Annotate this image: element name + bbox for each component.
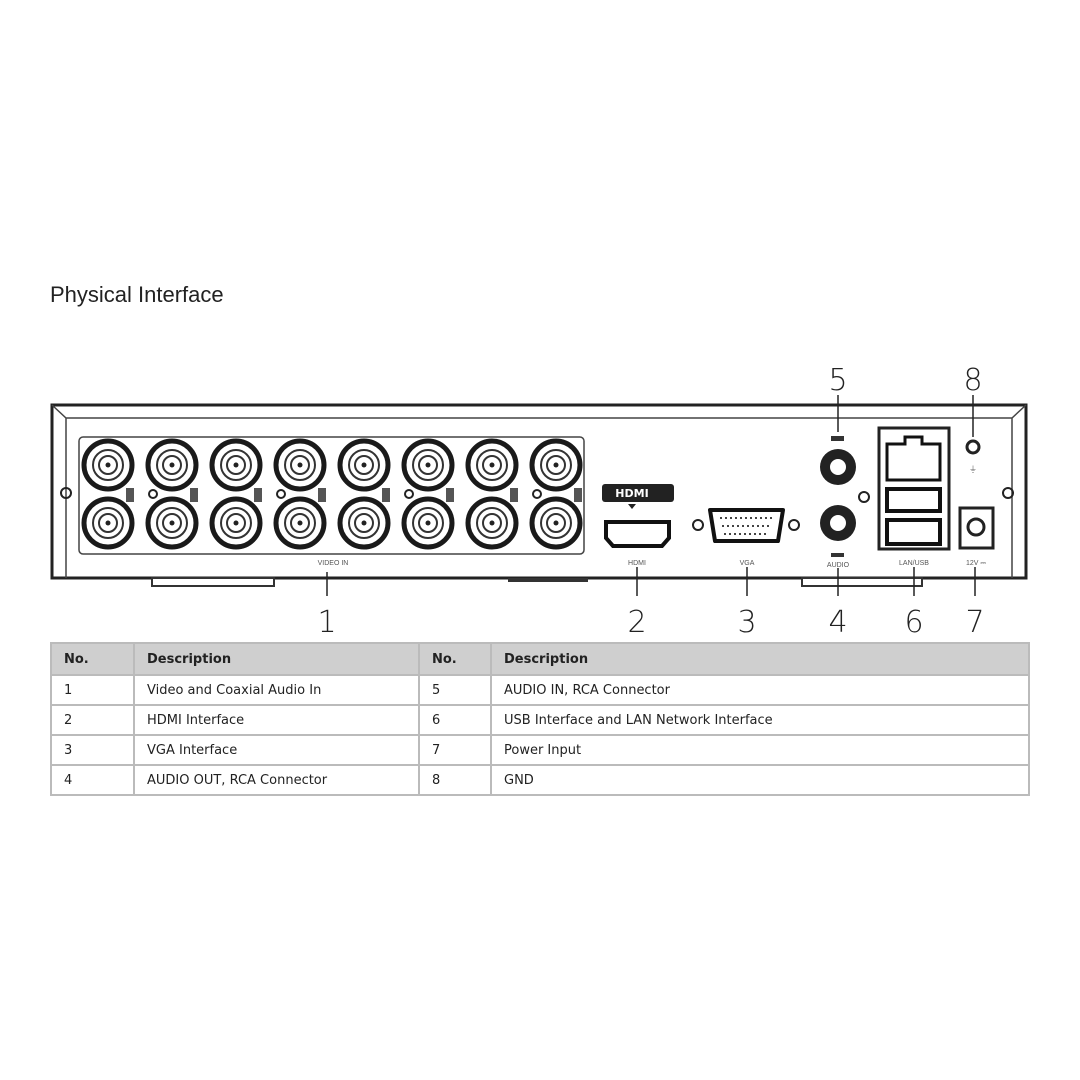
vga-label: VGA — [740, 560, 755, 567]
hdmi-logo-badge — [602, 484, 674, 502]
channel-indicator — [446, 488, 454, 502]
callout-number-6: 6 — [904, 605, 923, 640]
header-no: No. — [50, 642, 135, 676]
channel-indicator — [254, 488, 262, 502]
callout-number-5: 5 — [828, 363, 847, 398]
callout-number-1: 1 — [317, 605, 336, 640]
channel-indicator — [318, 488, 326, 502]
description-cell: USB Interface and LAN Network Interface — [490, 704, 1030, 736]
audio-in-rca-center — [828, 457, 848, 477]
screw-left — [60, 487, 72, 499]
screw — [404, 489, 414, 499]
screw-right — [1002, 487, 1014, 499]
bnc-video-in-port[interactable] — [209, 496, 263, 550]
description-cell: AUDIO OUT, RCA Connector — [133, 764, 420, 796]
header-description: Description — [133, 642, 420, 676]
hdmi-port[interactable] — [604, 520, 671, 548]
usb-port-1[interactable] — [885, 487, 942, 513]
description-cell: GND — [490, 764, 1030, 796]
description-cell: Power Input — [490, 734, 1030, 766]
number-cell: 4 — [50, 764, 135, 796]
header-description: Description — [490, 642, 1030, 676]
bnc-video-in-port[interactable] — [81, 438, 135, 492]
number-cell: 7 — [418, 734, 492, 766]
audio-out-mark — [831, 553, 844, 557]
foot-right — [801, 577, 923, 587]
gnd-terminal[interactable] — [965, 439, 981, 455]
hdmi-logo-text: HDMI — [615, 487, 648, 500]
vga-port[interactable] — [708, 508, 785, 543]
bnc-video-in-port[interactable] — [465, 438, 519, 492]
bnc-video-in-port[interactable] — [529, 438, 583, 492]
rear-panel-diagram: VIDEO IN HDMI HDMI VGA AUDIO LAN/USB ⏚ 1… — [50, 363, 1028, 640]
channel-indicator — [126, 488, 134, 502]
power-jack-ring — [966, 517, 986, 537]
bnc-video-in-port[interactable] — [337, 496, 391, 550]
number-cell: 8 — [418, 764, 492, 796]
callout-number-8: 8 — [963, 363, 982, 398]
section-title: Physical Interface — [50, 282, 224, 307]
bnc-video-in-port[interactable] — [145, 496, 199, 550]
channel-indicator — [574, 488, 582, 502]
callout-number-4: 4 — [828, 605, 847, 640]
callout-number-2: 2 — [627, 605, 646, 640]
callout-number-7: 7 — [965, 605, 984, 640]
bnc-video-in-port[interactable] — [145, 438, 199, 492]
bnc-video-in-port[interactable] — [401, 496, 455, 550]
ground-icon: ⏚ — [969, 465, 977, 474]
foot-mid — [508, 578, 588, 582]
bnc-video-in-port[interactable] — [337, 438, 391, 492]
video-in-panel — [78, 436, 585, 555]
lan-port[interactable] — [885, 435, 942, 482]
power-port[interactable] — [958, 506, 995, 550]
screw-audio — [858, 491, 870, 503]
video-in-label: VIDEO IN — [318, 560, 349, 567]
audio-in-mark — [831, 436, 844, 441]
number-cell: 2 — [50, 704, 135, 736]
screw — [532, 489, 542, 499]
screw — [276, 489, 286, 499]
bnc-video-in-port[interactable] — [209, 438, 263, 492]
screw — [148, 489, 158, 499]
callout-number-3: 3 — [737, 605, 756, 640]
bnc-video-in-port[interactable] — [81, 496, 135, 550]
bnc-video-in-port[interactable] — [529, 496, 583, 550]
number-cell: 5 — [418, 674, 492, 706]
channel-indicator — [382, 488, 390, 502]
foot-left — [151, 577, 275, 587]
vga-screw-right — [788, 519, 800, 531]
vga-screw-left — [692, 519, 704, 531]
lan-usb-frame — [877, 426, 951, 551]
power-label: 12V ⎓ — [966, 560, 986, 567]
description-cell: HDMI Interface — [133, 704, 420, 736]
table-header-row: No. Description No. Description — [50, 642, 1030, 676]
bnc-video-in-port[interactable] — [273, 438, 327, 492]
usb-port-2[interactable] — [885, 518, 942, 546]
bnc-video-in-port[interactable] — [465, 496, 519, 550]
channel-indicator — [190, 488, 198, 502]
number-cell: 3 — [50, 734, 135, 766]
bnc-video-in-port[interactable] — [273, 496, 327, 550]
description-cell: VGA Interface — [133, 734, 420, 766]
channel-indicator — [510, 488, 518, 502]
vga-pins — [720, 517, 773, 535]
lan-usb-label: LAN/USB — [899, 560, 929, 567]
number-cell: 6 — [418, 704, 492, 736]
number-cell: 1 — [50, 674, 135, 706]
description-cell: AUDIO IN, RCA Connector — [490, 674, 1030, 706]
hdmi-label: HDMI — [628, 560, 646, 567]
arrow-down-icon — [628, 504, 636, 509]
bnc-video-in-port[interactable] — [401, 438, 455, 492]
description-cell: Video and Coaxial Audio In — [133, 674, 420, 706]
audio-label: AUDIO — [827, 562, 850, 569]
audio-out-rca-center — [828, 513, 848, 533]
header-no: No. — [418, 642, 492, 676]
